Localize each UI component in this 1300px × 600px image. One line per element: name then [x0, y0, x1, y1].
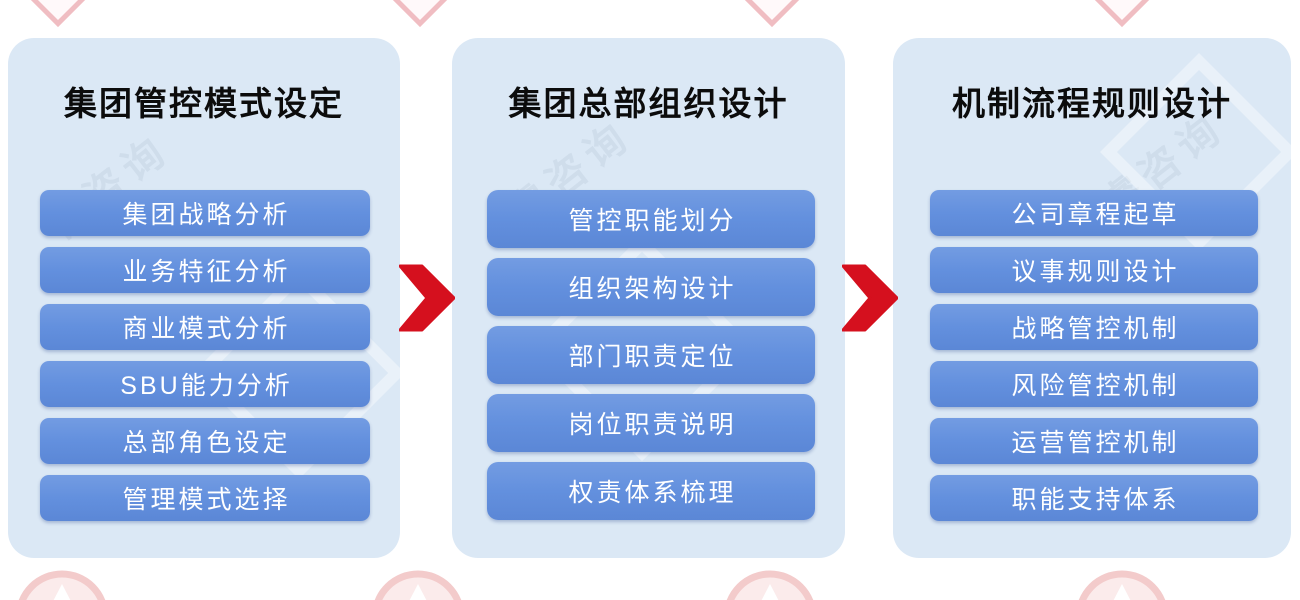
- chevron-right-icon: [399, 264, 455, 332]
- process-step: 权责体系梳理: [487, 462, 815, 520]
- watermark-diamond-icon: [26, 0, 90, 28]
- stage-2-item-list: 管控职能划分 组织架构设计 部门职责定位 岗位职责说明 权责体系梳理: [452, 190, 845, 520]
- watermark-logo-icon: [18, 570, 106, 600]
- watermark-diamond-icon: [1090, 0, 1154, 28]
- stage-title-2: 集团总部组织设计: [508, 85, 789, 122]
- stage-1-item-list: 集团战略分析 业务特征分析 商业模式分析 SBU能力分析 总部角色设定 管理模式…: [8, 190, 400, 521]
- process-step: 运营管控机制: [930, 418, 1258, 464]
- process-step: 职能支持体系: [930, 475, 1258, 521]
- process-step: 总部角色设定: [40, 418, 370, 464]
- process-step: 部门职责定位: [487, 326, 815, 384]
- watermark-logo-icon: [374, 570, 462, 600]
- process-step: 风险管控机制: [930, 361, 1258, 407]
- stage-panel-1: 睿咨询 集团管控模式设定 集团战略分析 业务特征分析 商业模式分析 SBU能力分…: [8, 38, 400, 558]
- process-step: 公司章程起草: [930, 190, 1258, 236]
- watermark-logo-icon: [726, 570, 814, 600]
- process-step: 岗位职责说明: [487, 394, 815, 452]
- stage-panel-2: 睿咨询 集团总部组织设计 管控职能划分 组织架构设计 部门职责定位 岗位职责说明…: [452, 38, 845, 558]
- stage-panel-3: 睿咨询 机制流程规则设计 公司章程起草 议事规则设计 战略管控机制 风险管控机制…: [893, 38, 1291, 558]
- process-step: 战略管控机制: [930, 304, 1258, 350]
- process-step: SBU能力分析: [40, 361, 370, 407]
- process-step: 管控职能划分: [487, 190, 815, 248]
- process-step: 管理模式选择: [40, 475, 370, 521]
- process-step: 业务特征分析: [40, 247, 370, 293]
- process-step: 组织架构设计: [487, 258, 815, 316]
- stage-title-1: 集团管控模式设定: [64, 85, 344, 122]
- process-step: 议事规则设计: [930, 247, 1258, 293]
- chevron-right-icon: [842, 264, 898, 332]
- process-step: 商业模式分析: [40, 304, 370, 350]
- watermark-diamond-icon: [388, 0, 452, 28]
- stage-title-3: 机制流程规则设计: [952, 85, 1232, 122]
- watermark-diamond-icon: [740, 0, 804, 28]
- watermark-logo-icon: [1078, 570, 1166, 600]
- process-step: 集团战略分析: [40, 190, 370, 236]
- stage-3-item-list: 公司章程起草 议事规则设计 战略管控机制 风险管控机制 运营管控机制 职能支持体…: [893, 190, 1291, 521]
